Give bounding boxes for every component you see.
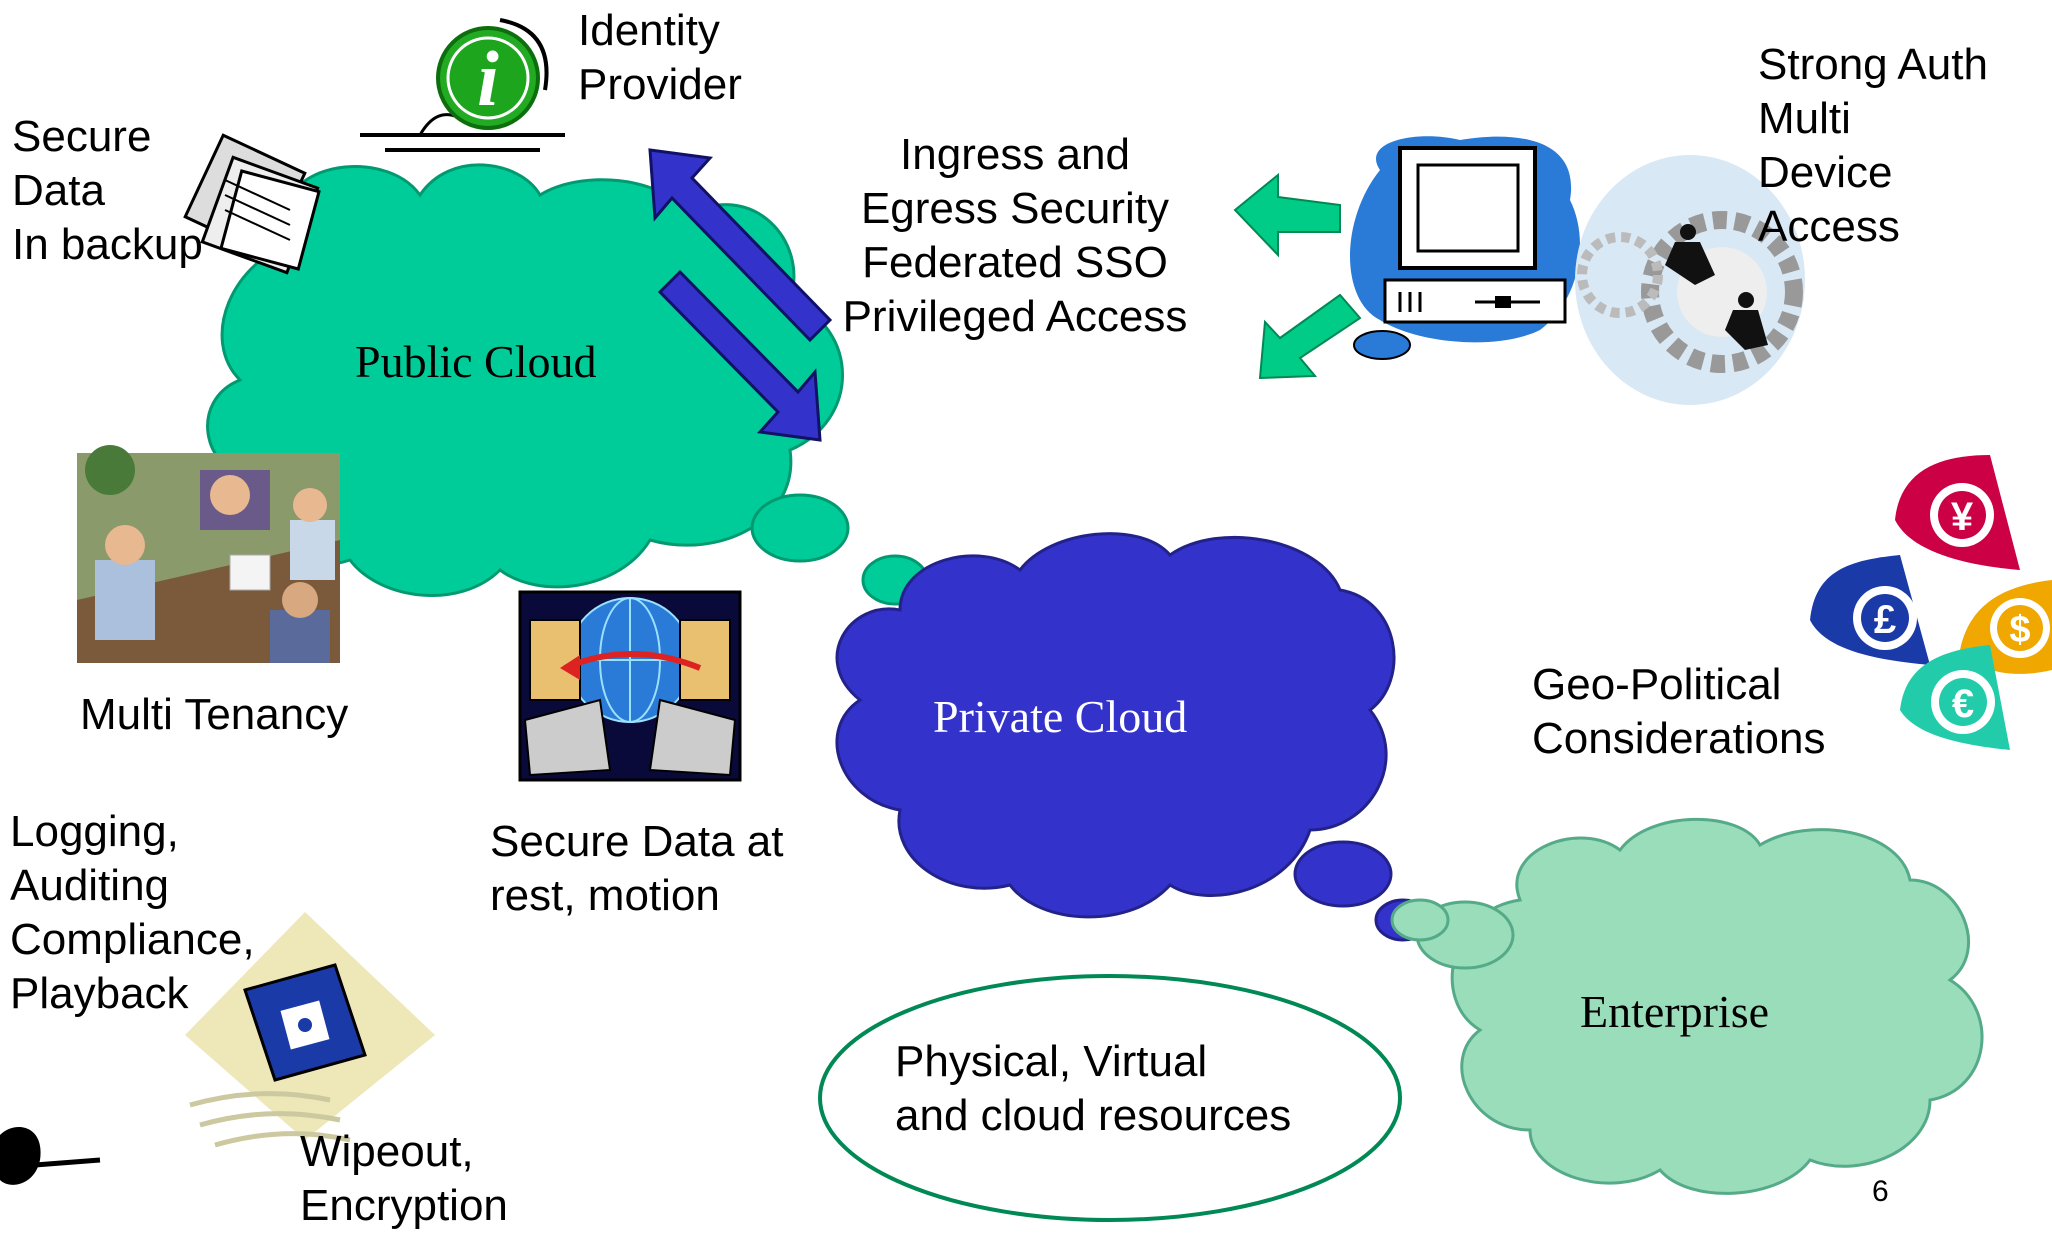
wipeout-label: Wipeout, Encryption [300,1125,508,1233]
identity-provider-icon: i [360,18,565,152]
secure-rest-line-1: Secure Data at [490,817,784,866]
secure-backup-line-1: Secure [12,112,152,161]
logging-line-1: Logging, [10,807,179,856]
page-number: 6 [1872,1175,1889,1208]
strong-auth-label: Strong Auth Multi Device Access [1758,38,1988,254]
euro-glyph: € [1952,682,1974,726]
currency-pound-icon: £ [1810,555,1930,665]
yen-glyph: ¥ [1951,495,1974,539]
physical-virtual-label: Physical, Virtual and cloud resources [895,1035,1291,1143]
ingress-line-4: Privileged Access [842,292,1188,341]
green-arrows [1233,172,1362,380]
gears-icon [1575,155,1805,405]
info-glyph: i [477,35,499,122]
strong-auth-line-4: Access [1758,202,1900,251]
resources-ellipse [818,974,1402,1222]
ingress-label: Ingress and Egress Security Federated SS… [820,128,1210,344]
secure-backup-line-3: In backup [12,220,203,269]
secure-rest-line-2: rest, motion [490,871,720,920]
enterprise-cloud-label: Enterprise [1580,986,1770,1037]
enterprise-cloud [1390,817,1984,1195]
private-cloud-label: Private Cloud [933,691,1188,742]
ingress-line-1: Ingress and [900,130,1130,179]
public-cloud-label: Public Cloud [355,336,597,387]
blue-double-arrow [648,148,833,442]
identity-provider-line-1: Identity [578,6,720,55]
identity-provider-label: Identity Provider [578,4,742,112]
strong-auth-line-3: Device [1758,148,1893,197]
ingress-line-2: Egress Security [860,184,1170,233]
secure-backup-line-2: Data [12,166,105,215]
logging-line-2: Auditing [10,861,170,910]
wipeout-line-2: Encryption [300,1181,508,1230]
geo-political-line-1: Geo-Political [1532,660,1782,709]
ingress-line-3: Federated SSO [862,238,1168,287]
multi-tenancy-label: Multi Tenancy [80,690,349,739]
geo-political-label: Geo-Political Considerations [1532,658,1826,766]
geo-political-line-2: Considerations [1532,714,1826,763]
secure-backup-label: Secure Data In backup [12,110,203,272]
secure-rest-label: Secure Data at rest, motion [490,815,784,923]
disk-icon [185,912,435,1148]
pound-glyph: £ [1874,598,1896,642]
wipeout-line-1: Wipeout, [300,1127,474,1176]
physical-virtual-line-2: and cloud resources [895,1091,1292,1140]
logging-line-3: Compliance, [10,915,255,964]
logging-label: Logging, Auditing Compliance, Playback [10,805,255,1021]
computer-icon [1350,136,1580,360]
strong-auth-line-2: Multi [1758,94,1851,143]
currency-euro-icon: € [1900,645,2010,750]
meeting-picture [77,445,340,663]
identity-provider-line-2: Provider [578,60,742,109]
pen-figure-icon [0,1127,101,1185]
data-transfer-picture [518,590,742,782]
strong-auth-line-1: Strong Auth [1758,40,1988,89]
logging-line-4: Playback [10,969,189,1018]
currency-yen-icon: ¥ [1895,455,2020,570]
physical-virtual-line-1: Physical, Virtual [895,1037,1208,1086]
dollar-glyph: $ [2009,609,2030,651]
floppy-stack-icon [183,133,321,275]
